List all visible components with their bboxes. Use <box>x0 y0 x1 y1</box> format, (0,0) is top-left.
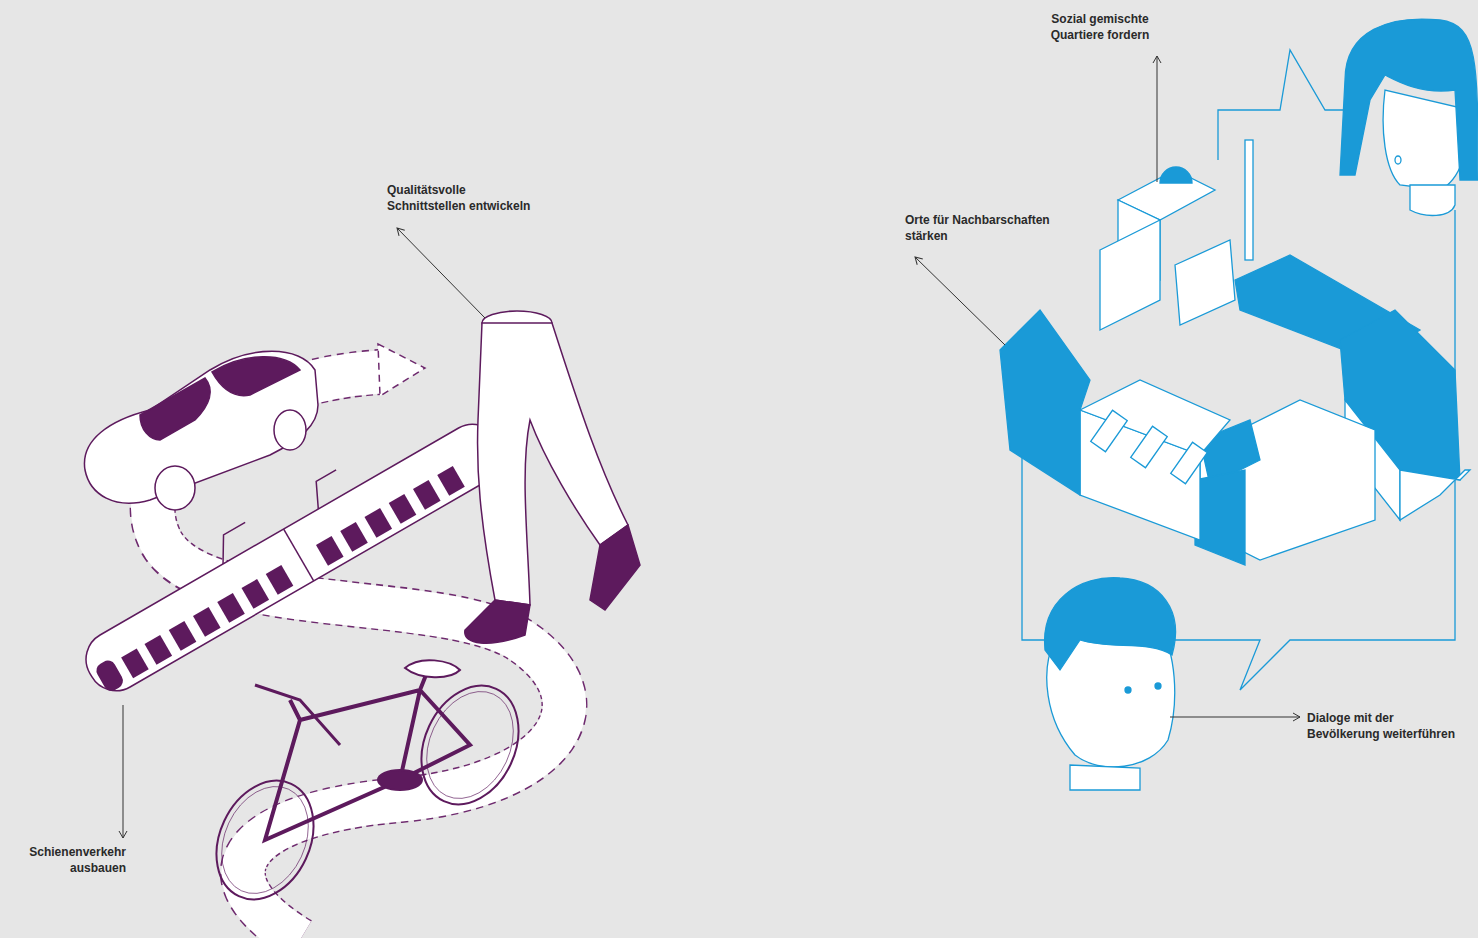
walking-legs <box>465 311 640 643</box>
callout-label: Qualitätsvolle Schnittstellen entwickeln <box>387 183 539 214</box>
woman-head <box>1340 19 1478 215</box>
callout-label: Orte für Nachbarschaften stärken <box>905 213 1051 244</box>
city-block <box>1000 140 1470 565</box>
callout-label: Schienenverkehr ausbauen <box>16 845 126 876</box>
callout-label: Sozial gemischte Quartiere fordern <box>1040 12 1160 43</box>
car <box>84 351 318 510</box>
callout-label: Dialoge mit der Bevölkerung weiterführen <box>1307 711 1462 742</box>
tram <box>63 392 513 701</box>
leader-lines <box>123 56 1300 838</box>
bicycle <box>198 660 537 915</box>
man-head <box>1045 578 1176 790</box>
